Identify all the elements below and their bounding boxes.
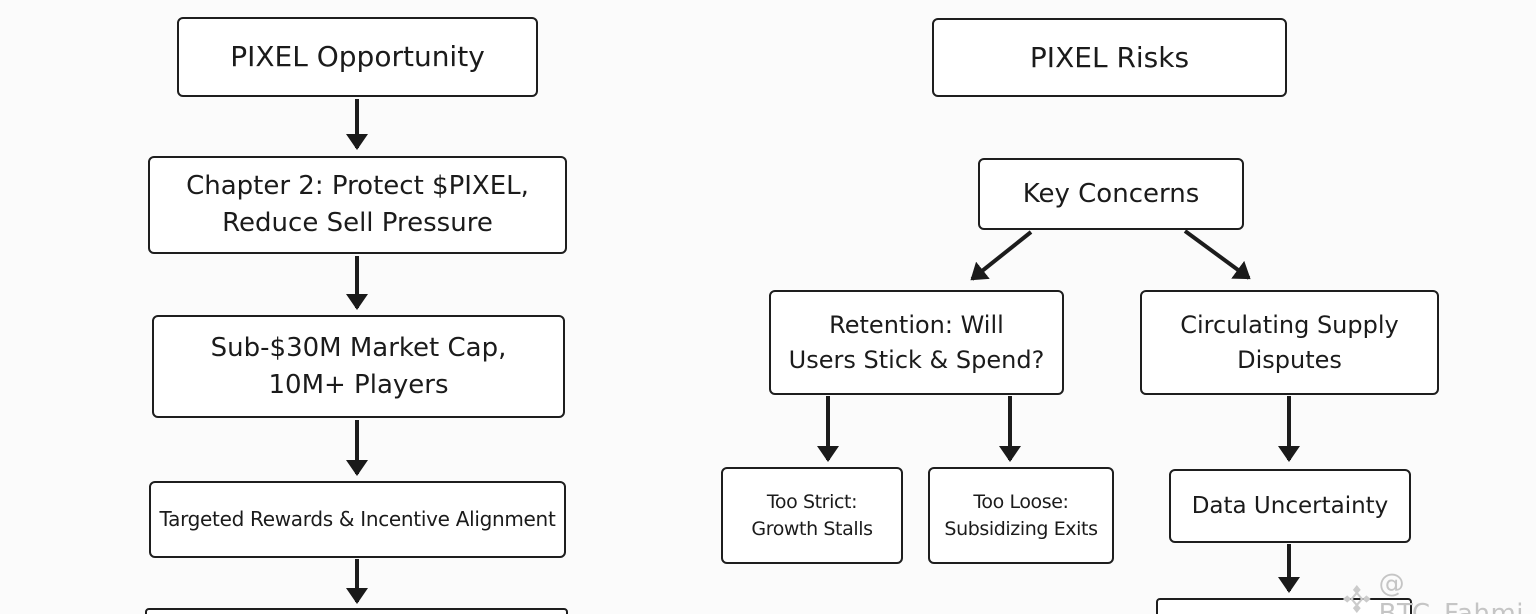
node-right-partial-bottom (1156, 598, 1412, 614)
node-data-uncertainty: Data Uncertainty (1169, 469, 1411, 543)
node-left-partial-bottom (145, 608, 568, 614)
node-key-concerns: Key Concerns (978, 158, 1244, 230)
node-circulating-supply: Circulating Supply Disputes (1140, 290, 1439, 395)
arrow-concerns-to-retention (970, 230, 1033, 281)
diamond-ornament-icon (1342, 585, 1371, 613)
node-too-strict: Too Strict: Growth Stalls (721, 467, 903, 564)
arrow-concerns-to-supply (1183, 229, 1251, 280)
node-pixel-opportunity: PIXEL Opportunity (177, 17, 538, 97)
node-too-loose: Too Loose: Subsidizing Exits (928, 467, 1114, 564)
node-retention: Retention: Will Users Stick & Spend? (769, 290, 1064, 395)
node-chapter2-protect-pixel: Chapter 2: Protect $PIXEL, Reduce Sell P… (148, 156, 567, 254)
node-targeted-rewards: Targeted Rewards & Incentive Alignment (149, 481, 566, 558)
watermark: @ BTC_Fahmi (1342, 569, 1536, 614)
node-pixel-risks: PIXEL Risks (932, 18, 1287, 97)
watermark-handle: @ BTC_Fahmi (1378, 569, 1525, 614)
node-market-cap-players: Sub-$30M Market Cap, 10M+ Players (152, 315, 565, 418)
